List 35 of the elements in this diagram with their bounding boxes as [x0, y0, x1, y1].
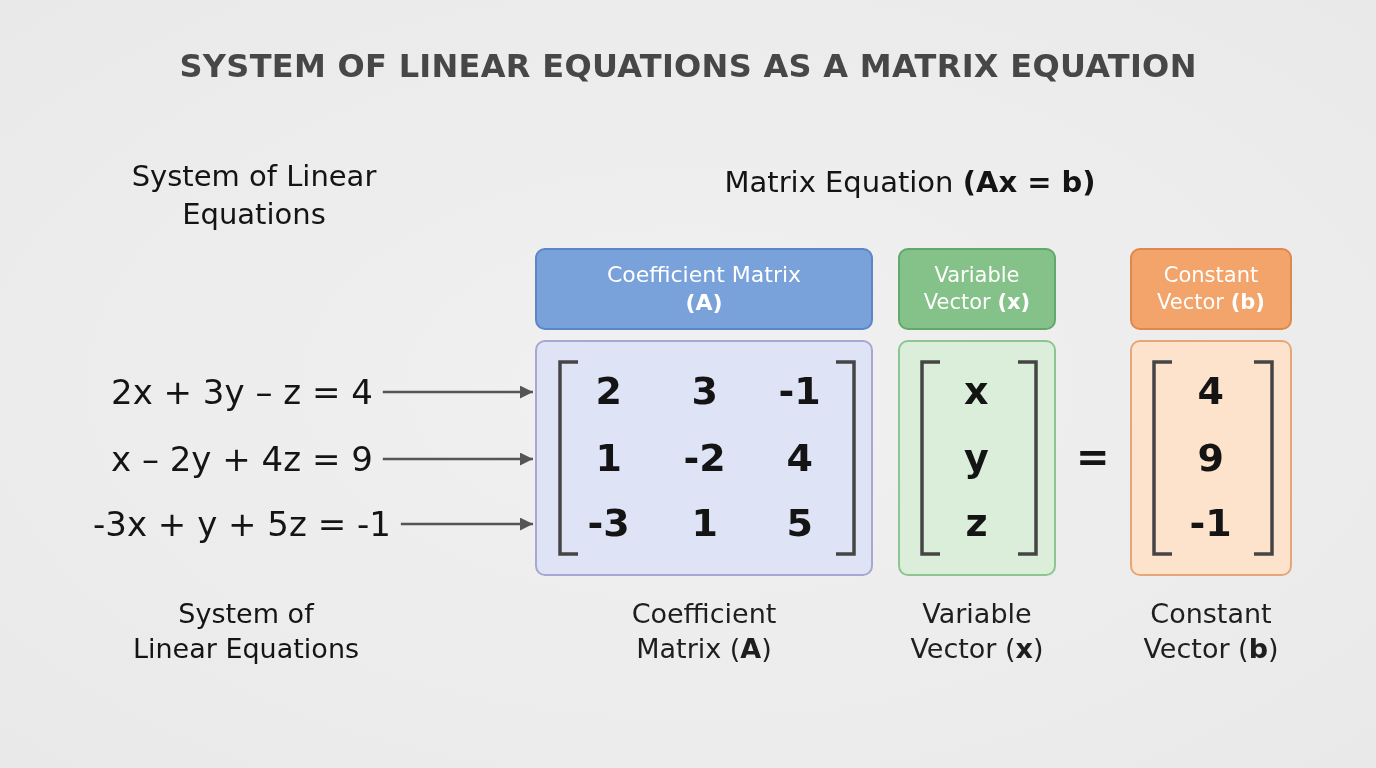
matrix-entry: 1 [691, 500, 718, 547]
caption: System of Linear Equations [132, 597, 360, 667]
matrix-entry: 3 [691, 368, 718, 415]
matrix-entry: 5 [786, 500, 813, 547]
vector-panel [898, 340, 1056, 576]
header-banner: Variable Vector (x) [898, 248, 1056, 330]
equation-text: x – 2y + 4z = 9 [111, 437, 373, 482]
node-label: Variable Vector (x) [909, 597, 1045, 667]
equals-sign: = [1076, 433, 1110, 482]
vector-panel [1130, 340, 1292, 576]
matrix-entry: -2 [683, 435, 726, 482]
matrix-entry: 1 [595, 435, 622, 482]
vector-entry: y [964, 435, 989, 482]
arrow [400, 517, 533, 531]
vector-entry: z [965, 500, 988, 547]
node-label: Coefficient Matrix (A) [630, 597, 778, 667]
equation-text: -3x + y + 5z = -1 [93, 502, 391, 547]
title: SYSTEM OF LINEAR EQUATIONS AS A MATRIX EQUATION [179, 46, 1197, 87]
section-heading: System of Linear Equations [130, 158, 378, 233]
matrix-entry: 4 [786, 435, 813, 482]
vector-entry: -1 [1189, 500, 1232, 547]
arrow [382, 452, 533, 466]
header-banner: Coefficient Matrix (A) [535, 248, 873, 330]
node-label: Constant Vector (b) [1142, 597, 1280, 667]
matrix-entry: -3 [587, 500, 630, 547]
equation-text: 2x + 3y – z = 4 [111, 370, 373, 415]
arrow [382, 385, 533, 399]
vector-entry: x [964, 368, 989, 415]
matrix-entry: 2 [595, 368, 622, 415]
matrix-panel [535, 340, 873, 576]
section-heading: Matrix Equation (Ax = b) [724, 164, 1096, 201]
header-banner: Constant Vector (b) [1130, 248, 1292, 330]
vector-entry: 9 [1197, 435, 1224, 482]
matrix-entry: -1 [778, 368, 821, 415]
vector-entry: 4 [1197, 368, 1224, 415]
